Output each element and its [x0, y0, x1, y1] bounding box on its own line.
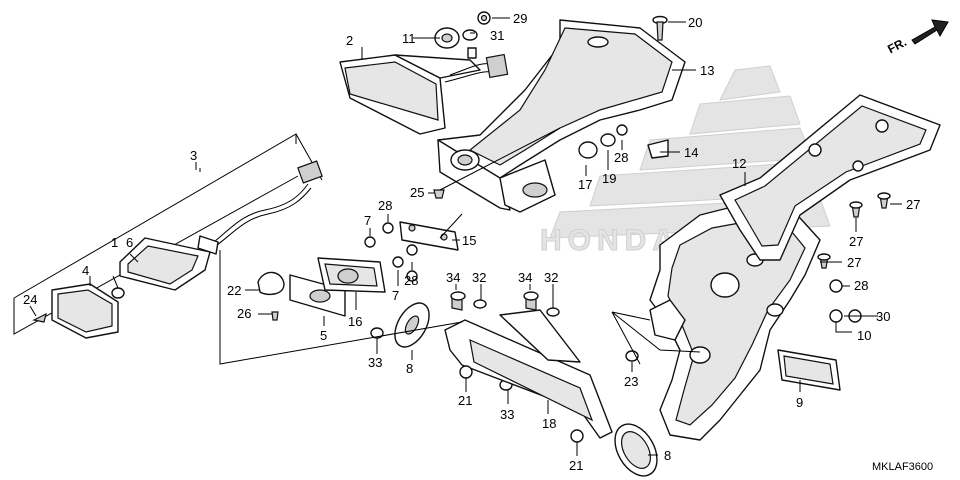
callout-28-upper: 28 [614, 150, 628, 165]
part-grommet-assembly [434, 11, 491, 49]
callout-31: 31 [490, 28, 504, 43]
callout-22: 22 [227, 283, 241, 298]
callout-7-upper: 7 [364, 213, 371, 228]
callout-18: 18 [542, 416, 556, 431]
callout-26: 26 [237, 306, 251, 321]
part-bracket-plate [364, 189, 459, 282]
callout-32-left: 32 [472, 270, 486, 285]
callout-30: 30 [876, 309, 890, 324]
part-screw-20 [652, 15, 668, 41]
callout-7-lower: 7 [392, 288, 399, 303]
callout-5: 5 [320, 328, 327, 343]
callout-29: 29 [513, 11, 527, 26]
part-license-light-assembly [13, 133, 323, 339]
callout-27-middle: 27 [849, 234, 863, 249]
callout-14: 14 [684, 145, 698, 160]
front-direction-indicator: FR. [885, 19, 949, 56]
callout-23: 23 [624, 374, 638, 389]
part-license-cover [289, 257, 386, 317]
callout-3: 3 [190, 148, 197, 163]
callout-4: 4 [82, 263, 89, 278]
part-license-stay [444, 291, 613, 443]
callout-20: 20 [688, 15, 702, 30]
part-reflector-plate [777, 349, 841, 391]
callout-labels: 1 2 3 4 5 6 7 7 8 8 9 10 11 12 13 14 15 … [23, 11, 920, 473]
callout-13: 13 [700, 63, 714, 78]
callout-27-lower: 27 [847, 255, 861, 270]
part-upper-bracket [719, 94, 941, 261]
callout-12: 12 [732, 156, 746, 171]
part-rear-fender-lower [649, 204, 821, 441]
callout-34-left: 34 [446, 270, 460, 285]
callout-33-left: 33 [368, 355, 382, 370]
part-rear-fender-upper [437, 19, 686, 213]
part-tail-light-unit [339, 47, 509, 135]
callout-8-lower: 8 [664, 448, 671, 463]
callout-34-right: 34 [518, 270, 532, 285]
callout-15: 15 [462, 233, 476, 248]
callout-32-right: 32 [544, 270, 558, 285]
callout-16: 16 [348, 314, 362, 329]
callout-17: 17 [578, 177, 592, 192]
part-small-fasteners-left [32, 271, 285, 323]
callout-9: 9 [796, 395, 803, 410]
callout-19: 19 [602, 171, 616, 186]
diagram-code: MKLAF3600 [872, 461, 933, 473]
part-rubber-mounts [578, 124, 669, 159]
callout-6: 6 [126, 235, 133, 250]
callout-21-upper: 21 [458, 393, 472, 408]
watermark-text: HONDA [540, 224, 680, 257]
callout-33-right: 33 [500, 407, 514, 422]
part-reflector-disc [614, 423, 658, 477]
callout-8-middle: 8 [406, 361, 413, 376]
callout-27-right: 27 [906, 197, 920, 212]
callout-28-center: 28 [404, 273, 418, 288]
callout-24: 24 [23, 292, 37, 307]
arrow-right-icon [911, 19, 949, 45]
front-direction-label: FR. [885, 35, 909, 56]
callout-28-left: 28 [378, 198, 392, 213]
callout-1: 1 [111, 235, 118, 250]
callout-28-right: 28 [854, 278, 868, 293]
callout-21-lower: 21 [569, 458, 583, 473]
callout-25: 25 [410, 185, 424, 200]
callout-2: 2 [346, 33, 353, 48]
callout-11: 11 [402, 31, 416, 46]
callout-10: 10 [857, 328, 871, 343]
leader-lines [29, 17, 902, 456]
